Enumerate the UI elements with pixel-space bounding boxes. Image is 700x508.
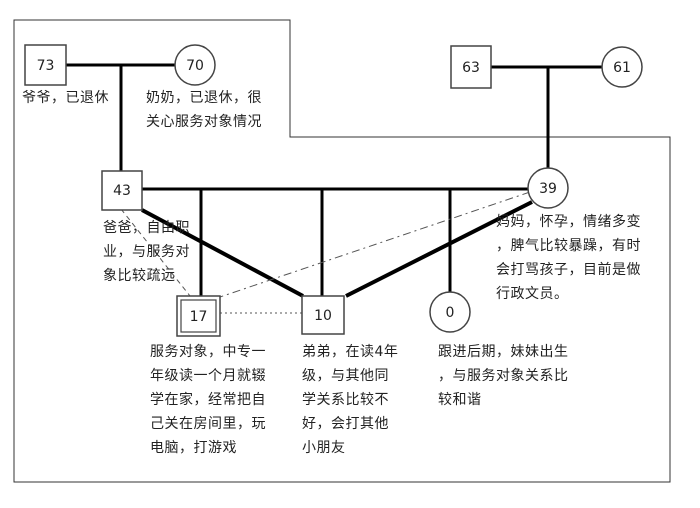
baby-note: 跟进后期，妹妹出生 ，与服务对象关系比 较和谐 — [438, 340, 569, 412]
brother-note-line: 小朋友 — [302, 440, 346, 456]
baby-note-line: 跟进后期，妹妹出生 — [438, 344, 569, 360]
brother-note-line: 弟弟，在读4年 — [302, 344, 399, 360]
brother-node — [301, 295, 345, 335]
grandma-node — [174, 44, 216, 86]
client-age: 17 — [190, 309, 208, 325]
grandpa-note: 爷爷，已退休 — [22, 86, 109, 110]
father-note-line: 象比较疏远 — [103, 268, 176, 284]
household-boundary — [13, 19, 671, 483]
mother-node — [527, 167, 569, 209]
brother-note: 弟弟，在读4年 级，与其他同 学关系比较不 好，会打其他 小朋友 — [302, 340, 398, 460]
client-note-line: 服务对象，中专一 — [150, 344, 266, 360]
brother-age: 10 — [314, 308, 332, 324]
baby-node — [429, 291, 471, 333]
client-note-line: 年级读一个月就辍 — [150, 368, 266, 384]
mother-age: 39 — [539, 181, 557, 197]
baby-age: 0 — [446, 305, 455, 321]
distant-relation-father-client — [120, 208, 191, 297]
client-node-outer — [176, 295, 221, 337]
father-note: 爸爸，自由职 业，与服务对 象比较疏远 — [103, 216, 190, 288]
mother-note-line: 会打骂孩子，目前是做 — [496, 262, 641, 278]
grandma-note-line: 关心服务对象情况 — [146, 114, 262, 130]
mother-note-line: ，脾气比较暴躁，有时 — [496, 238, 641, 254]
maternal-grandpa-age: 63 — [462, 60, 480, 76]
client-note-line: 电脑，打游戏 — [150, 440, 237, 456]
father-note-line: 业，与服务对 — [103, 244, 190, 260]
client-note-line: 学在家，经常把自 — [150, 392, 266, 408]
father-node — [101, 170, 143, 211]
strong-relation-father-brother — [141, 208, 304, 298]
brother-note-line: 学关系比较不 — [302, 392, 389, 408]
grandma-note: 奶奶，已退休，很 关心服务对象情况 — [146, 86, 262, 134]
grandma-note-line: 奶奶，已退休，很 — [146, 90, 262, 106]
distant-relation-mother-client — [219, 191, 531, 298]
mother-note-line: 妈妈，怀孕，情绪多变 — [496, 214, 641, 230]
mother-note: 妈妈，怀孕，情绪多变 ，脾气比较暴躁，有时 会打骂孩子，目前是做 行政文员。 — [496, 210, 641, 306]
father-age: 43 — [113, 183, 131, 199]
grandpa-note-line: 爷爷，已退休 — [22, 90, 109, 106]
maternal-grandma-age: 61 — [613, 60, 631, 76]
father-note-line: 爸爸，自由职 — [103, 220, 190, 236]
grandma-age: 70 — [186, 58, 204, 74]
baby-note-line: 较和谐 — [438, 392, 482, 408]
grandpa-node — [24, 44, 67, 86]
client-note-line: 己关在房间里，玩 — [150, 416, 266, 432]
baby-note-line: ，与服务对象关系比 — [438, 368, 569, 384]
strong-relation-mother-brother — [345, 200, 533, 298]
maternal-grandpa-node — [450, 45, 492, 89]
maternal-grandma-node — [601, 46, 643, 88]
grandpa-age: 73 — [37, 58, 55, 74]
brother-note-line: 好，会打其他 — [302, 416, 389, 432]
client-note: 服务对象，中专一 年级读一个月就辍 学在家，经常把自 己关在房间里，玩 电脑，打… — [150, 340, 266, 460]
mother-note-line: 行政文员。 — [496, 286, 569, 302]
brother-note-line: 级，与其他同 — [302, 368, 389, 384]
client-node-inner — [180, 299, 217, 333]
